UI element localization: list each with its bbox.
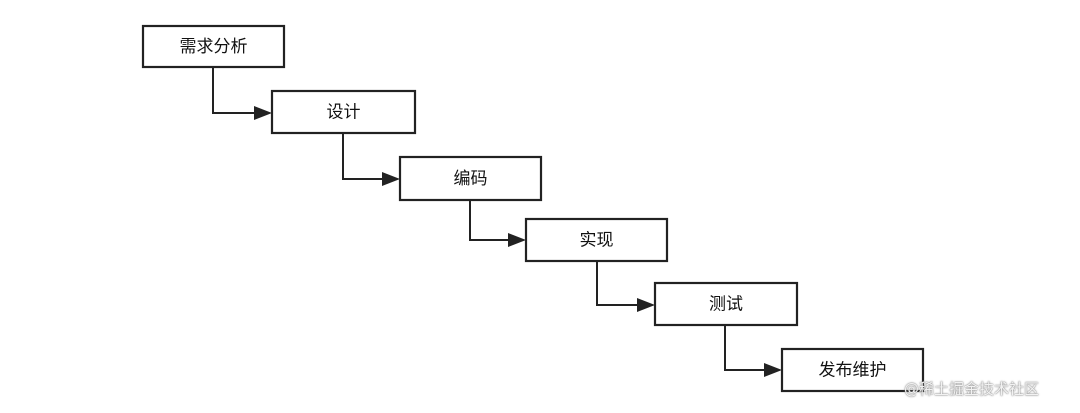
step-label: 编码 bbox=[454, 169, 488, 189]
step-requirements-analysis: 需求分析 bbox=[141, 24, 286, 69]
step-testing: 测试 bbox=[653, 281, 799, 327]
arrow-head-icon bbox=[254, 106, 272, 120]
arrow-head-icon bbox=[764, 363, 782, 377]
connector-2-3 bbox=[342, 133, 400, 186]
step-label: 发布维护 bbox=[819, 361, 887, 381]
step-label: 实现 bbox=[580, 231, 614, 251]
connector-5-6 bbox=[724, 325, 782, 377]
step-implementation: 实现 bbox=[524, 217, 669, 263]
watermark: @稀土掘金技术社区 bbox=[904, 380, 1040, 398]
step-release-maintenance: 发布维护 bbox=[780, 347, 925, 393]
step-label: 设计 bbox=[327, 103, 361, 123]
step-box bbox=[398, 155, 543, 202]
step-design: 设计 bbox=[270, 89, 417, 135]
connectors bbox=[212, 67, 782, 377]
step-box bbox=[780, 347, 925, 393]
connector-3-4 bbox=[469, 200, 526, 247]
connector-4-5 bbox=[596, 261, 655, 312]
step-box bbox=[524, 217, 669, 263]
arrow-head-icon bbox=[508, 233, 526, 247]
step-box bbox=[270, 89, 417, 135]
step-coding: 编码 bbox=[398, 155, 543, 202]
step-label: 测试 bbox=[709, 295, 743, 315]
step-box bbox=[653, 281, 799, 327]
step-box bbox=[141, 24, 286, 69]
arrow-head-icon bbox=[637, 298, 655, 312]
arrow-head-icon bbox=[382, 172, 400, 186]
step-label: 需求分析 bbox=[180, 37, 248, 57]
connector-1-2 bbox=[212, 67, 272, 120]
